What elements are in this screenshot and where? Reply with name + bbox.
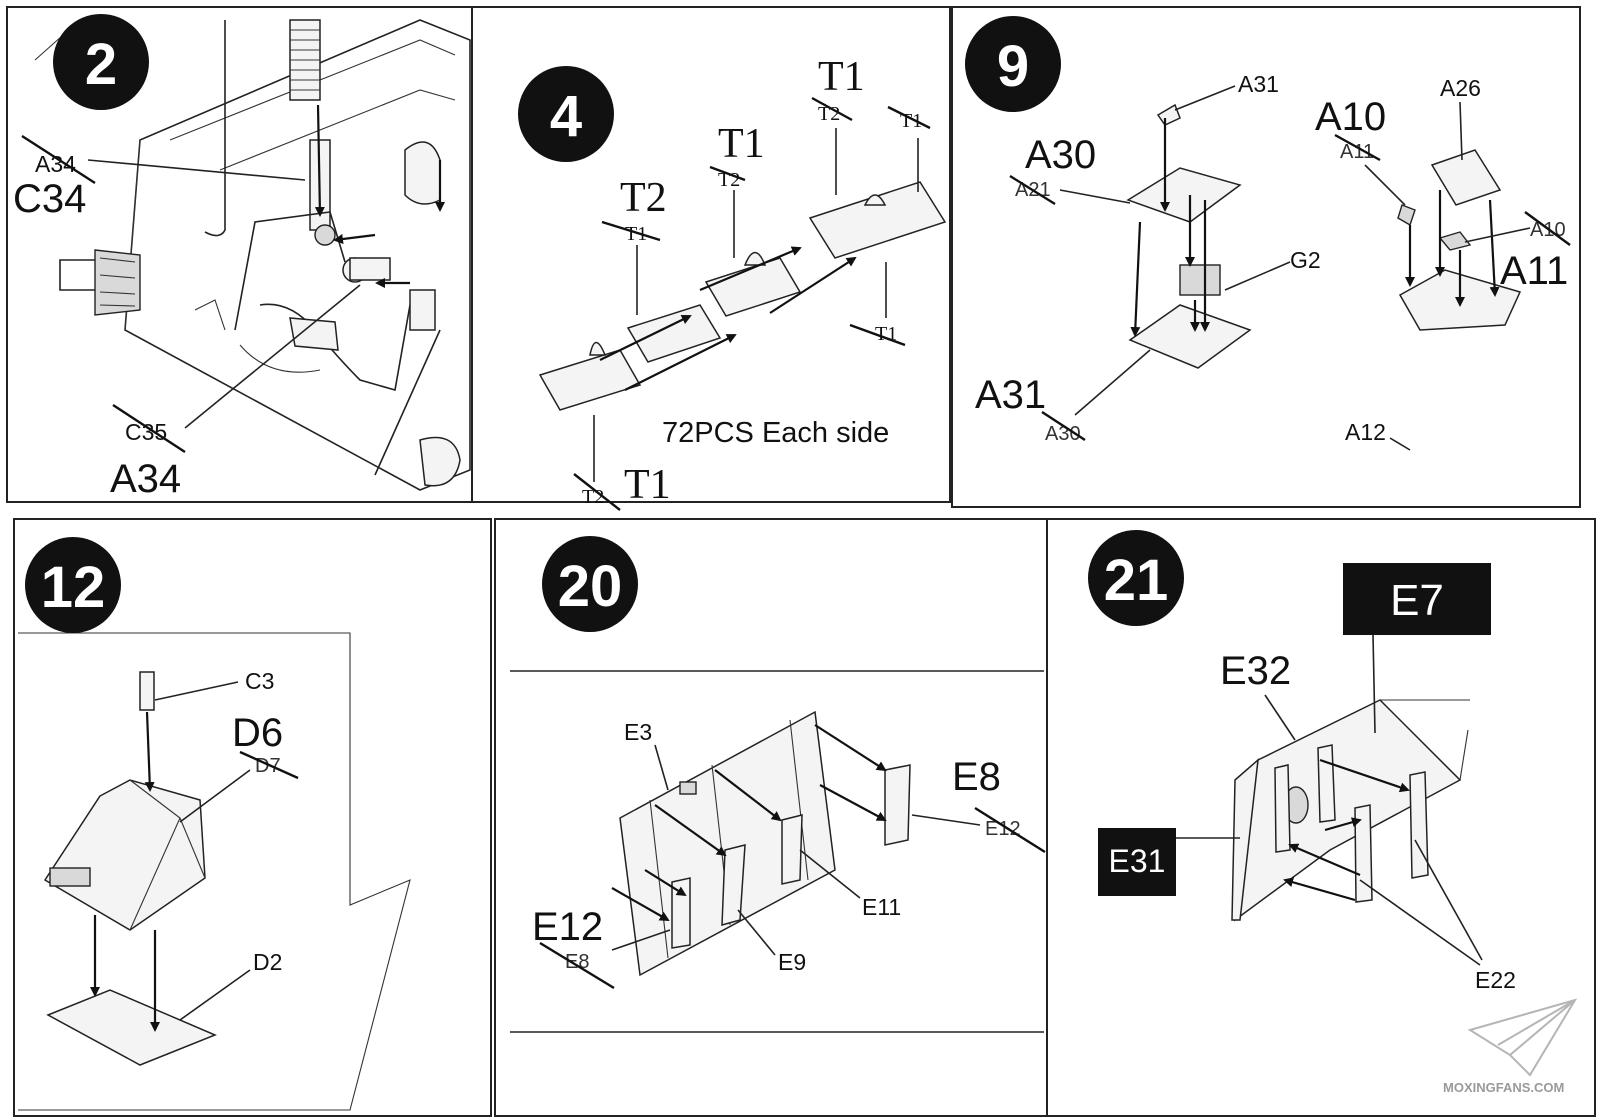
step-number: 20 <box>558 554 623 619</box>
label-a30: A30 <box>1025 133 1096 177</box>
label-t1-superseded: T1 <box>625 223 647 245</box>
label-d2: D2 <box>253 949 282 975</box>
step-number-badge <box>53 14 149 110</box>
label-e8: E8 <box>952 755 1001 799</box>
label-e7: E7 <box>1390 576 1444 625</box>
step-number: 12 <box>41 555 106 620</box>
label-e32: E32 <box>1220 649 1291 693</box>
watermark-text: MOXINGFANS.COM <box>1443 1080 1564 1095</box>
step-number: 9 <box>997 34 1029 99</box>
step-number-badge <box>25 537 121 633</box>
label-a10: A10 <box>1315 95 1386 139</box>
label-e11: E11 <box>862 894 901 920</box>
label-t1: T1 <box>818 54 865 100</box>
step-number: 21 <box>1104 548 1169 613</box>
label-e31-box <box>1098 828 1176 896</box>
step-12-panel: 12 C3 D6 D7 D2 <box>13 518 492 1117</box>
label-e22: E22 <box>1475 967 1516 993</box>
step-9-panel: 9 A31 A30 A21 G2 A31 A30 <box>951 6 1581 508</box>
label-a30-superseded: A30 <box>1045 423 1081 445</box>
label-e3: E3 <box>624 719 652 745</box>
label-t2-superseded: T2 <box>718 169 740 191</box>
step-2-panel: 2 A34 C34 C35 A34 <box>6 6 473 503</box>
step-number-badge <box>542 536 638 632</box>
label-d6: D6 <box>232 711 283 755</box>
label-c34: C34 <box>13 177 86 221</box>
step-number-badge <box>1088 530 1184 626</box>
label-t2-superseded: T2 <box>818 103 840 125</box>
step-4-panel: 4 T2 T1 T1 T2 T1 T2 T1 <box>471 6 951 511</box>
label-c35-superseded: C35 <box>125 419 167 445</box>
label-e31: E31 <box>1109 843 1166 879</box>
label-t2: T2 <box>620 175 667 221</box>
label-g2: G2 <box>1290 247 1321 273</box>
step-number-badge <box>965 16 1061 112</box>
step-number: 4 <box>550 84 582 149</box>
label-t2-superseded: T2 <box>582 486 604 508</box>
step-20-panel: 20 E3 E8 E12 E11 E12 E8 E9 <box>494 518 1048 1117</box>
label-e12-superseded: E12 <box>985 818 1021 840</box>
hull-side-drawing <box>34 19 471 491</box>
parts-drawing <box>43 671 217 1066</box>
step-number: 2 <box>85 32 117 97</box>
label-t1: T1 <box>624 462 671 508</box>
label-a31: A31 <box>1238 71 1279 97</box>
label-t1: T1 <box>718 121 765 167</box>
quantity-note: 72PCS Each side <box>662 417 889 449</box>
label-a11: A11 <box>1500 249 1568 293</box>
parts-drawing <box>611 710 911 977</box>
label-e9: E9 <box>778 949 806 975</box>
track-links-drawing <box>538 181 947 411</box>
label-d7-superseded: D7 <box>255 755 281 777</box>
label-a26: A26 <box>1440 75 1481 101</box>
label-a12: A12 <box>1345 419 1386 445</box>
label-t1-superseded: T1 <box>900 110 922 132</box>
label-c3: C3 <box>245 668 274 694</box>
label-e7-box <box>1343 563 1491 635</box>
label-a11-superseded: A11 <box>1340 141 1374 163</box>
label-a34: A34 <box>110 457 181 501</box>
label-a34-superseded: A34 <box>35 151 76 177</box>
watermark-logo: MOXINGFANS.COM <box>1443 998 1578 1095</box>
step-number-badge <box>518 66 614 162</box>
label-a31: A31 <box>975 373 1046 417</box>
step-21-panel: 21 E7 E32 E31 E22 <box>1046 518 1596 1117</box>
parts-drawing <box>1231 699 1470 922</box>
parts-drawing <box>1126 103 1522 369</box>
label-e12: E12 <box>532 905 603 949</box>
label-e8-superseded: E8 <box>565 951 589 973</box>
